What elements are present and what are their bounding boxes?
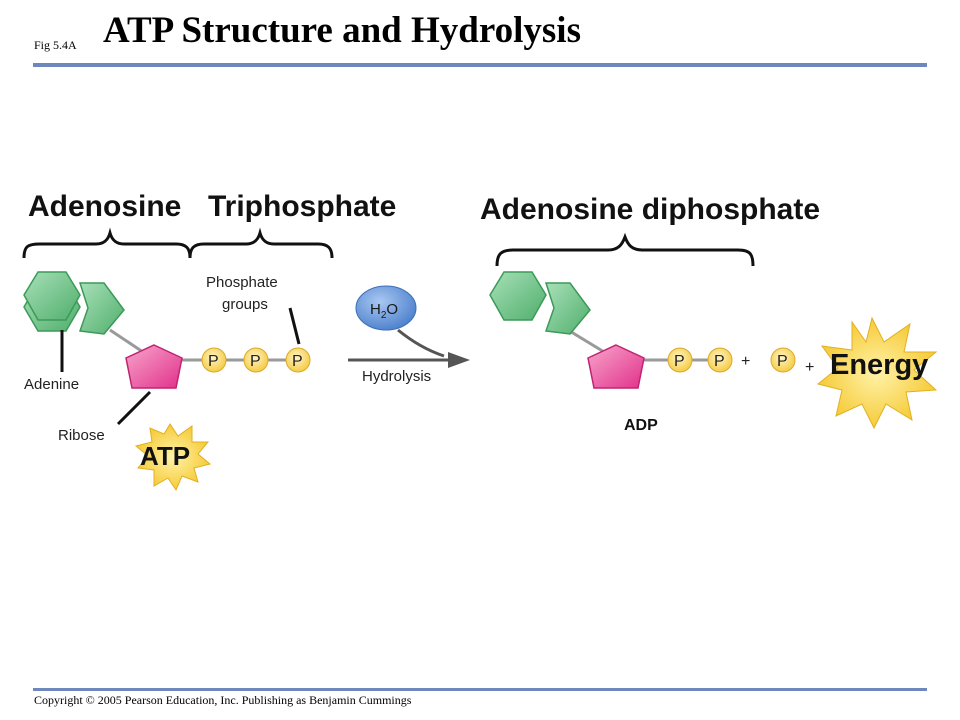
atp-phosphate-3 [285, 347, 311, 373]
phosphate-groups-label-line2: groups [222, 296, 268, 313]
adenine-label: Adenine [24, 376, 79, 393]
water-formula: H2O [370, 301, 398, 321]
water-o: O [386, 301, 398, 318]
water-subscript: 2 [381, 310, 387, 321]
adenine-pentagon [78, 282, 125, 335]
ribose-label: Ribose [58, 427, 105, 444]
adenosine-brace [22, 227, 192, 259]
figure-label: Fig 5.4A [34, 38, 77, 52]
adp-ribose-pentagon [587, 344, 645, 389]
page-title: ATP Structure and Hydrolysis [103, 10, 581, 51]
atp-phosphate-1-label: P [208, 353, 219, 370]
adenosine-heading: Adenosine [28, 190, 181, 223]
water-entry-curve [397, 328, 445, 358]
free-phosphate [770, 347, 796, 373]
adp-phosphate-2 [707, 347, 733, 373]
adp-phosphate-1 [667, 347, 693, 373]
atp-starburst-icon [134, 423, 212, 492]
atp-phosphate-2 [243, 347, 269, 373]
energy-starburst-icon [816, 316, 938, 430]
atp-phosphate-3-label: P [292, 353, 303, 370]
adp-label: ADP [624, 417, 658, 434]
atp-label: ATP [140, 441, 190, 471]
adenine-ring-icon [23, 271, 81, 321]
phosphate-groups-label-line1: Phosphate [206, 274, 278, 291]
atp-phosphate-1 [201, 347, 227, 373]
footer-rule [33, 688, 927, 691]
adp-phosphate-1-label: P [674, 353, 685, 370]
adp-adenine-hexagon [489, 271, 547, 321]
adenosine-diphosphate-heading: Adenosine diphosphate [480, 193, 820, 226]
water-h: H [370, 301, 381, 318]
hydrolysis-label: Hydrolysis [362, 368, 431, 385]
ribose-pointer [116, 390, 152, 426]
water-molecule-icon [355, 285, 417, 331]
ribose-pentagon [125, 344, 183, 389]
plus-sign-2: + [805, 359, 814, 376]
free-phosphate-label: P [777, 353, 788, 370]
plus-sign-1: + [741, 353, 750, 370]
adp-brace [495, 232, 755, 267]
triphosphate-brace [188, 227, 334, 259]
energy-label: Energy [830, 349, 928, 381]
title-rule [33, 63, 927, 67]
adp-phosphate-2-label: P [714, 353, 725, 370]
hydrolysis-arrowhead-icon [448, 352, 470, 368]
phosphate-groups-pointer [288, 307, 301, 345]
atp-phosphate-2-label: P [250, 353, 261, 370]
copyright-notice: Copyright © 2005 Pearson Education, Inc.… [34, 693, 412, 707]
adp-adenine-pentagon [544, 282, 591, 335]
triphosphate-heading: Triphosphate [208, 190, 396, 223]
